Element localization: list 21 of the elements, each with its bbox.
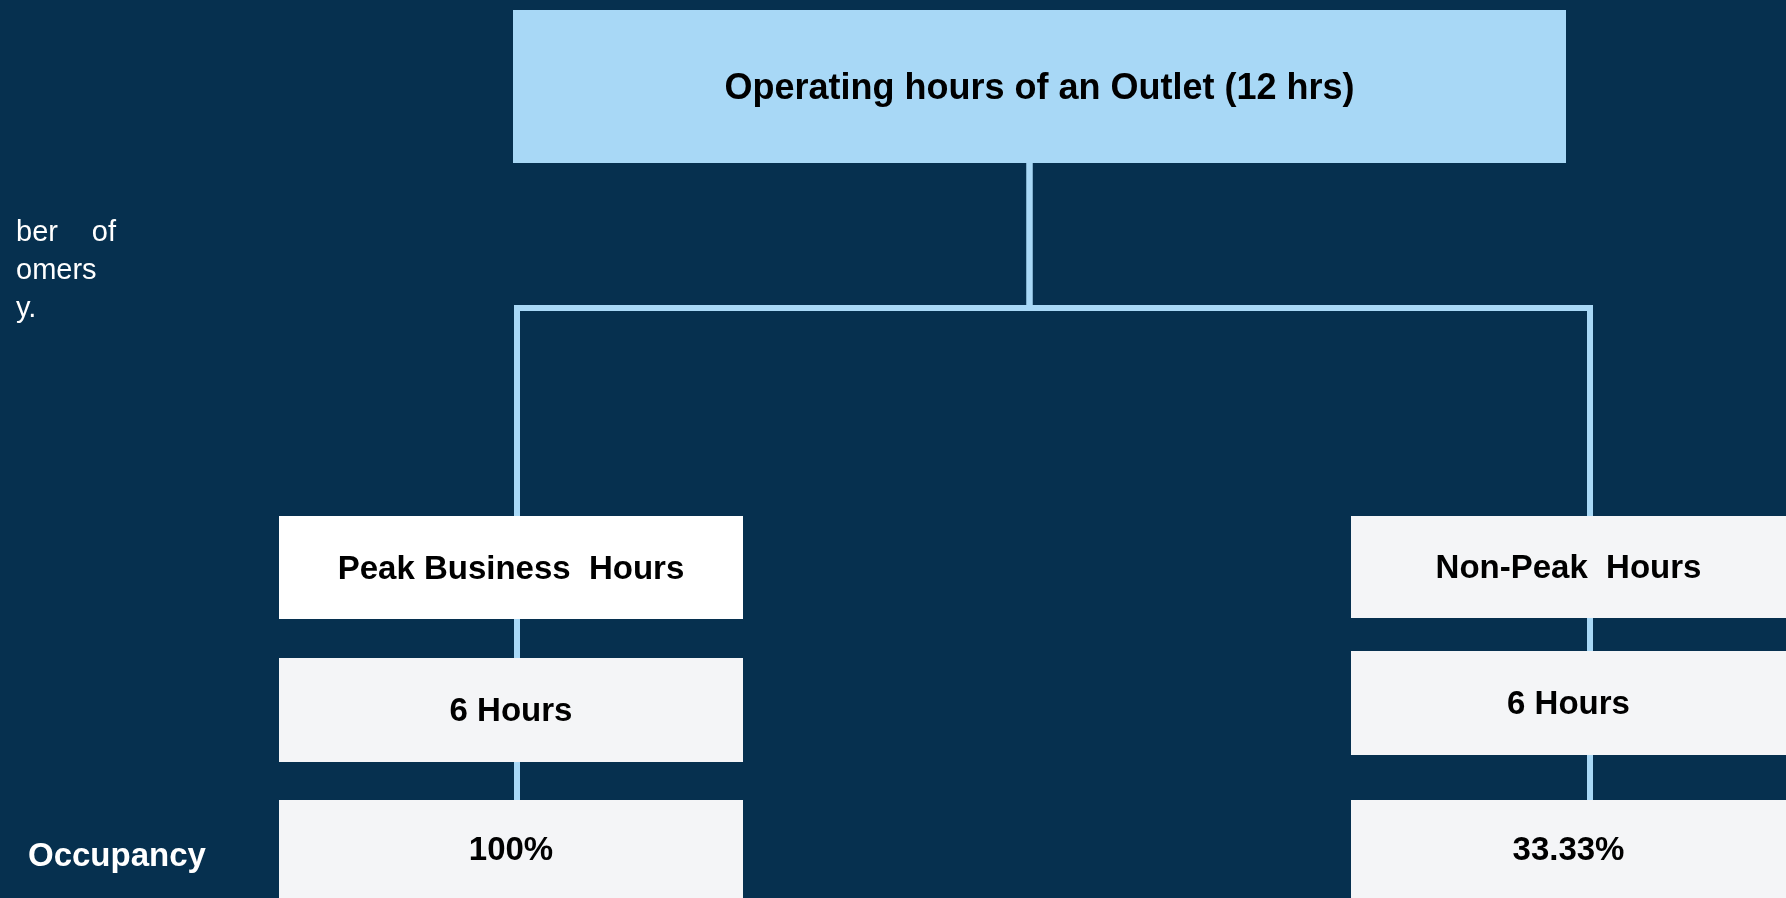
process-box — [279, 800, 743, 898]
process-box — [279, 658, 743, 762]
process-box — [279, 516, 743, 619]
box-label: 6 Hours — [1507, 683, 1630, 724]
box-label: 100% — [468, 829, 554, 870]
connector-line — [1587, 618, 1593, 651]
connector-line — [1587, 755, 1593, 800]
connector-line — [1026, 163, 1593, 516]
process-box — [1351, 651, 1786, 755]
process-box — [513, 10, 1566, 163]
box-label: Operating hours of an Outlet (12 hrs) — [724, 64, 1355, 109]
connector-line — [514, 619, 520, 658]
box-label: 6 Hours — [449, 690, 573, 731]
box-label: Non-Peak Hours — [1435, 547, 1702, 588]
process-box — [1351, 516, 1786, 618]
connector-line — [514, 762, 520, 800]
row-label: Occupancy — [28, 835, 206, 875]
process-box — [1351, 800, 1786, 898]
box-label: 33.33% — [1512, 829, 1625, 870]
box-label: Peak Business Hours — [337, 547, 685, 588]
note-text: ber of omers y. — [16, 214, 116, 325]
